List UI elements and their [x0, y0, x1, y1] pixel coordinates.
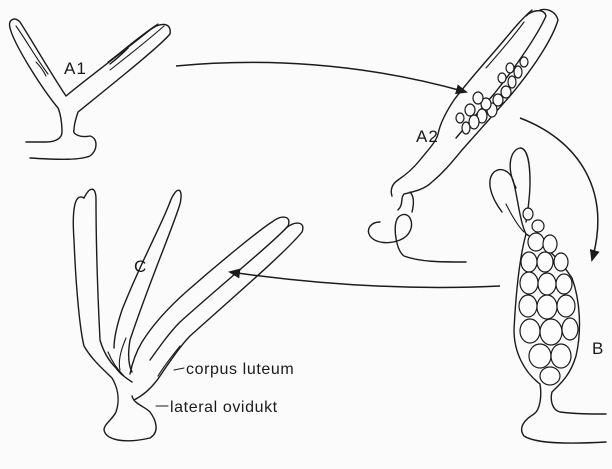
ovary-stage-a2	[368, 9, 558, 262]
label-corpus-luteum: corpus luteum	[186, 361, 294, 378]
label-c: C	[134, 257, 147, 276]
corpus-luteum-leader	[174, 368, 184, 370]
label-a2: A2	[416, 127, 439, 146]
arrow-a1-to-a2	[176, 62, 466, 92]
arrow-b-to-c	[230, 272, 500, 287]
label-a1: A1	[64, 59, 87, 78]
ovary-stage-a1	[10, 19, 171, 159]
label-b: B	[592, 339, 604, 358]
ovary-stage-b	[490, 148, 606, 443]
label-lateral-oviduct: lateral ovidukt	[170, 399, 278, 416]
